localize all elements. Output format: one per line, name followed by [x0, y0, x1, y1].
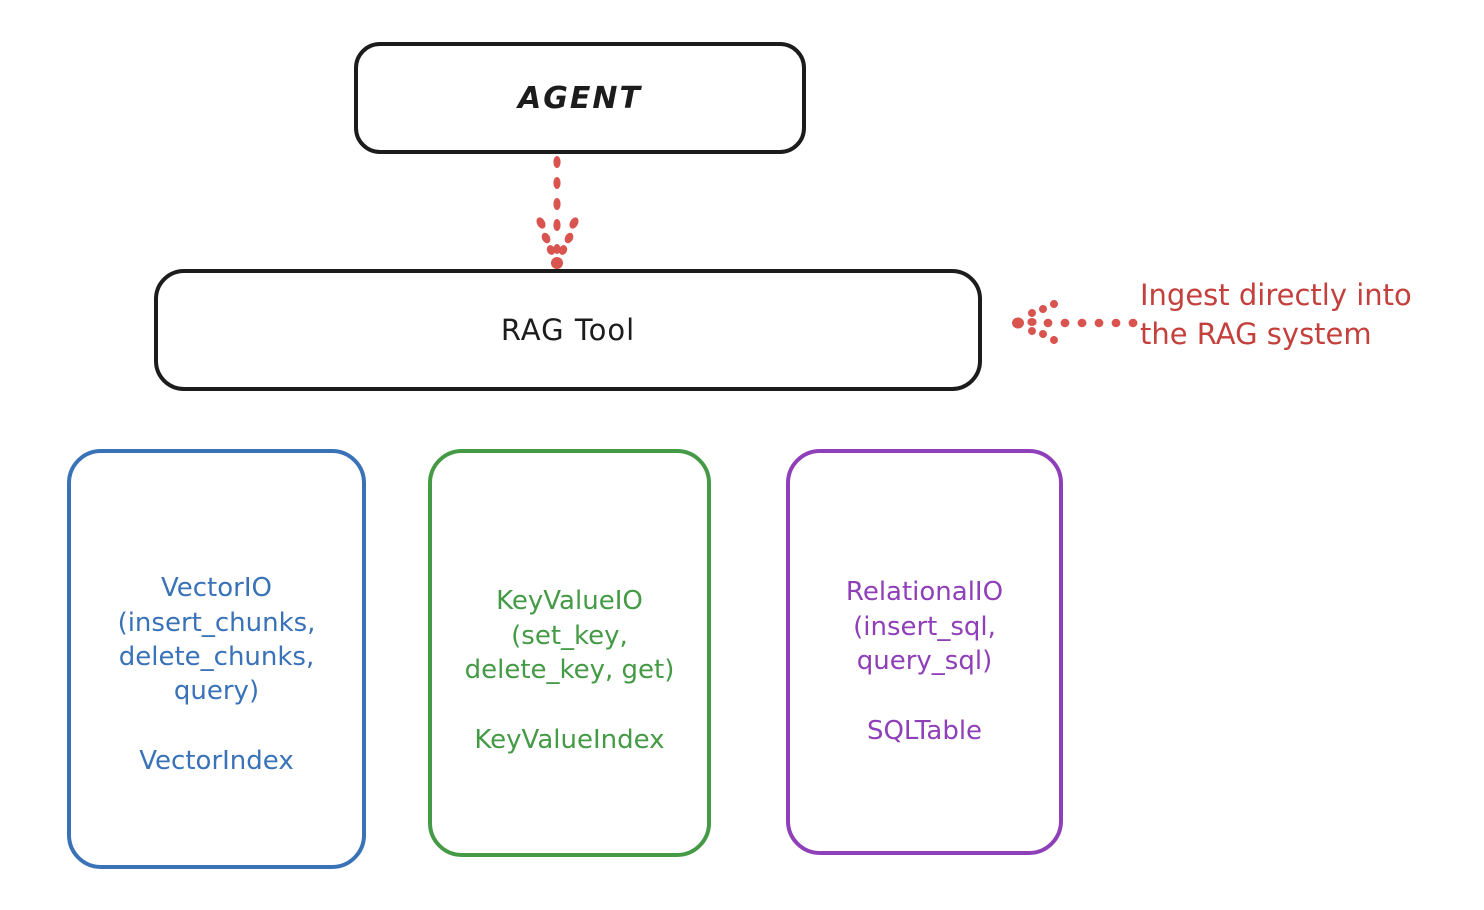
annotation-ingest-directly: Ingest directly into the RAG system [1140, 278, 1412, 352]
node-rag-tool[interactable]: RAG Tool [154, 269, 982, 391]
node-relational-io[interactable]: RelationalIO (insert_sql, query_sql) SQL… [786, 449, 1063, 855]
node-relational-io-api-label: RelationalIO (insert_sql, query_sql) [845, 577, 1004, 676]
node-vector-io[interactable]: VectorIO (insert_chunks, delete_chunks, … [67, 449, 366, 869]
node-key-value-io[interactable]: KeyValueIO (set_key, delete_key, get) Ke… [428, 449, 711, 857]
node-vector-io-content: VectorIO (insert_chunks, delete_chunks, … [118, 571, 316, 779]
node-key-value-io-api-label: KeyValueIO (set_key, delete_key, get) [464, 586, 675, 685]
node-vector-io-index-label: VectorIndex [139, 746, 294, 777]
node-vector-io-api-label: VectorIO (insert_chunks, delete_chunks, … [117, 573, 316, 707]
connector-agent-to-rag-tool [536, 156, 579, 269]
node-key-value-io-content: KeyValueIO (set_key, delete_key, get) Ke… [465, 584, 675, 757]
node-key-value-io-index-label: KeyValueIndex [474, 725, 665, 756]
node-agent[interactable]: AGENT [354, 42, 806, 154]
node-relational-io-index-label: SQLTable [866, 716, 983, 747]
node-rag-tool-label: RAG Tool [500, 313, 636, 347]
connector-ingest-to-rag-tool [1012, 300, 1138, 344]
node-relational-io-content: RelationalIO (insert_sql, query_sql) SQL… [846, 575, 1003, 748]
node-agent-label: AGENT [518, 80, 642, 116]
